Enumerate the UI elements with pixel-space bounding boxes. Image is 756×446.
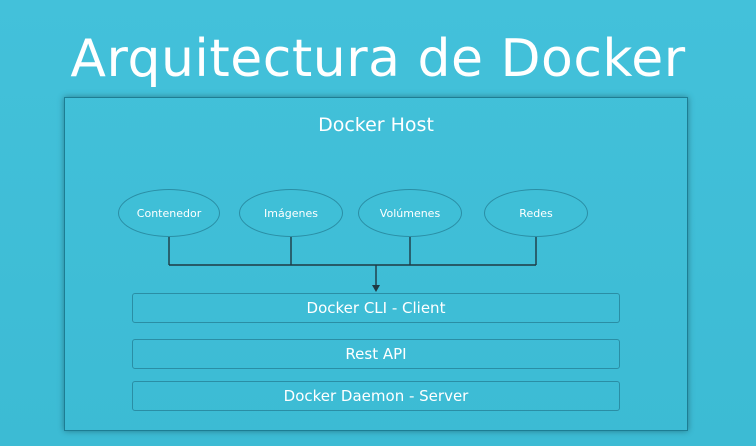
layer-docker-daemon-server: Docker Daemon - Server (132, 381, 620, 411)
docker-host-label: Docker Host (318, 114, 434, 136)
component-contenedor-label: Contenedor (136, 206, 202, 220)
layer-rest-api: Rest API (132, 339, 620, 369)
component-contenedor: Contenedor (118, 189, 220, 237)
component-volumenes: Volúmenes (358, 189, 462, 237)
component-redes-label: Redes (519, 206, 553, 220)
slide-title: Arquitectura de Docker (70, 29, 686, 89)
component-imagenes: Imágenes (239, 189, 343, 237)
layer-docker-cli-client: Docker CLI - Client (132, 293, 620, 323)
docker-host-box: Docker Host (64, 97, 688, 431)
layer-docker-cli-client-label: Docker CLI - Client (306, 299, 446, 317)
layer-rest-api-label: Rest API (345, 345, 407, 363)
component-redes: Redes (484, 189, 588, 237)
component-volumenes-label: Volúmenes (379, 206, 441, 220)
component-imagenes-label: Imágenes (264, 206, 318, 220)
layer-docker-daemon-server-label: Docker Daemon - Server (283, 387, 469, 405)
